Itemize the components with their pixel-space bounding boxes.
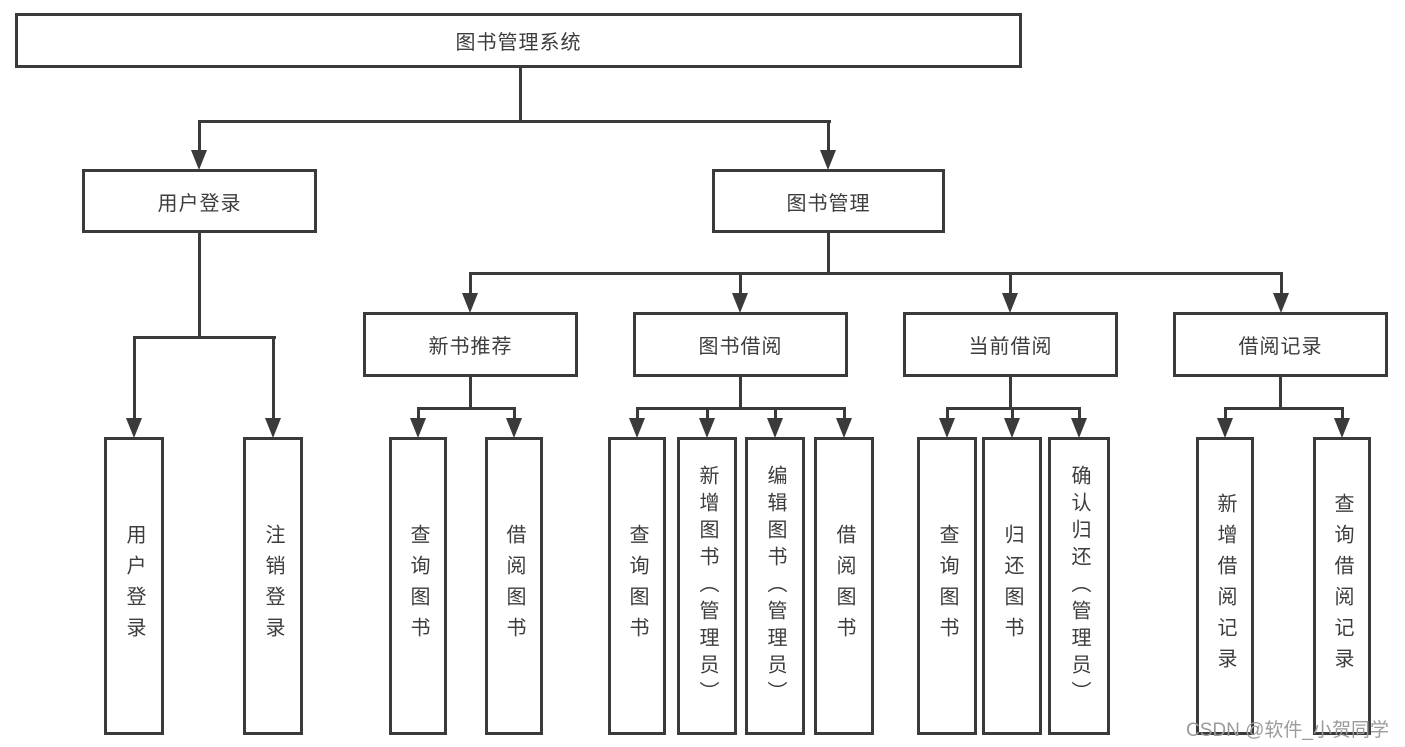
node-new-book-recommendation: 新书推荐 <box>363 312 578 377</box>
connector-line <box>826 120 830 151</box>
connector-line <box>773 407 777 420</box>
arrowhead-down-icon <box>820 150 836 170</box>
connector-line <box>132 336 276 339</box>
leaf-edit-book-admin: 编辑图书（管理员） <box>745 437 805 735</box>
connector-line <box>1340 407 1344 420</box>
connector-line <box>1223 407 1227 420</box>
connector-line <box>512 407 516 420</box>
node-borrow-records: 借阅记录 <box>1173 312 1388 377</box>
leaf-query-books: 查询图书 <box>608 437 666 735</box>
leaf-label: 用户登录 <box>123 524 145 648</box>
arrowhead-down-icon <box>506 418 522 438</box>
node-label: 用户登录 <box>157 192 242 215</box>
arrowhead-down-icon <box>462 293 478 313</box>
arrowhead-down-icon <box>1217 418 1233 438</box>
leaf-label: 查询借阅记录 <box>1331 493 1353 679</box>
leaf-return-books: 归还图书 <box>982 437 1042 735</box>
arrowhead-down-icon <box>126 418 142 438</box>
connector-line <box>271 336 275 419</box>
leaf-label: 编辑图书（管理员） <box>764 464 786 708</box>
leaf-add-book-admin: 新增图书（管理员） <box>677 437 737 735</box>
leaf-label: 确认归还（管理员） <box>1068 464 1090 708</box>
arrowhead-down-icon <box>1071 418 1087 438</box>
connector-line <box>416 407 516 410</box>
connector-line <box>1008 377 1012 409</box>
connector-line <box>705 407 709 420</box>
leaf-label: 查询图书 <box>626 524 648 648</box>
connector-line <box>416 407 420 420</box>
node-label: 当前借阅 <box>968 336 1053 358</box>
leaf-query-books: 查询图书 <box>389 437 447 735</box>
connector-line <box>738 377 742 409</box>
connector-line <box>132 336 136 419</box>
leaf-label: 归还图书 <box>1001 524 1023 648</box>
connector-line <box>197 120 831 123</box>
connector-line <box>945 407 949 420</box>
node-book-management: 图书管理 <box>712 169 945 233</box>
arrowhead-down-icon <box>732 293 748 313</box>
arrowhead-down-icon <box>1002 293 1018 313</box>
arrowhead-down-icon <box>265 418 281 438</box>
leaf-add-borrow-record: 新增借阅记录 <box>1196 437 1254 735</box>
watermark: CSDN @软件_小贺同学 <box>1186 720 1389 741</box>
node-user-login: 用户登录 <box>82 169 317 233</box>
connector-line <box>1279 272 1283 294</box>
node-book-borrowing: 图书借阅 <box>633 312 848 377</box>
arrowhead-down-icon <box>1273 293 1289 313</box>
node-label: 图书管理系统 <box>455 32 582 54</box>
connector-line <box>197 120 201 151</box>
leaf-label: 借阅图书 <box>833 524 855 648</box>
connector-line <box>635 407 846 410</box>
node-label: 新书推荐 <box>428 336 513 358</box>
leaf-label: 借阅图书 <box>503 524 525 648</box>
leaf-label: 查询图书 <box>407 524 429 648</box>
leaf-label: 新增借阅记录 <box>1214 493 1236 679</box>
connector-line <box>468 272 1283 275</box>
connector-line <box>1223 407 1344 410</box>
arrowhead-down-icon <box>1004 418 1020 438</box>
arrowhead-down-icon <box>836 418 852 438</box>
arrowhead-down-icon <box>1334 418 1350 438</box>
connector-line <box>826 233 830 274</box>
connector-line <box>635 407 639 420</box>
arrowhead-down-icon <box>410 418 426 438</box>
arrowhead-down-icon <box>767 418 783 438</box>
arrowhead-down-icon <box>699 418 715 438</box>
leaf-label: 新增图书（管理员） <box>696 464 718 708</box>
connector-line <box>1008 272 1012 294</box>
leaf-user-login: 用户登录 <box>104 437 164 735</box>
connector-line <box>738 272 742 294</box>
leaf-label: 注销登录 <box>262 524 284 648</box>
arrowhead-down-icon <box>939 418 955 438</box>
node-library-management-system: 图书管理系统 <box>15 13 1022 68</box>
connector-line <box>197 233 201 339</box>
leaf-confirm-return-admin: 确认归还（管理员） <box>1048 437 1110 735</box>
arrowhead-down-icon <box>191 150 207 170</box>
arrowhead-down-icon <box>629 418 645 438</box>
connector-line <box>1077 407 1081 420</box>
leaf-borrow-books: 借阅图书 <box>814 437 874 735</box>
node-label: 借阅记录 <box>1238 336 1323 358</box>
leaf-label: 查询图书 <box>936 524 958 648</box>
node-label: 图书借阅 <box>698 336 783 358</box>
leaf-borrow-books: 借阅图书 <box>485 437 543 735</box>
leaf-query-borrow-record: 查询借阅记录 <box>1313 437 1371 735</box>
leaf-logout: 注销登录 <box>243 437 303 735</box>
connector-line <box>842 407 846 420</box>
connector-line <box>468 272 472 294</box>
node-label: 图书管理 <box>786 192 871 215</box>
connector-line <box>518 68 522 122</box>
connector-line <box>468 377 472 409</box>
connector-line <box>1278 377 1282 409</box>
leaf-query-books: 查询图书 <box>917 437 977 735</box>
node-current-borrowing: 当前借阅 <box>903 312 1118 377</box>
connector-line <box>1010 407 1014 420</box>
